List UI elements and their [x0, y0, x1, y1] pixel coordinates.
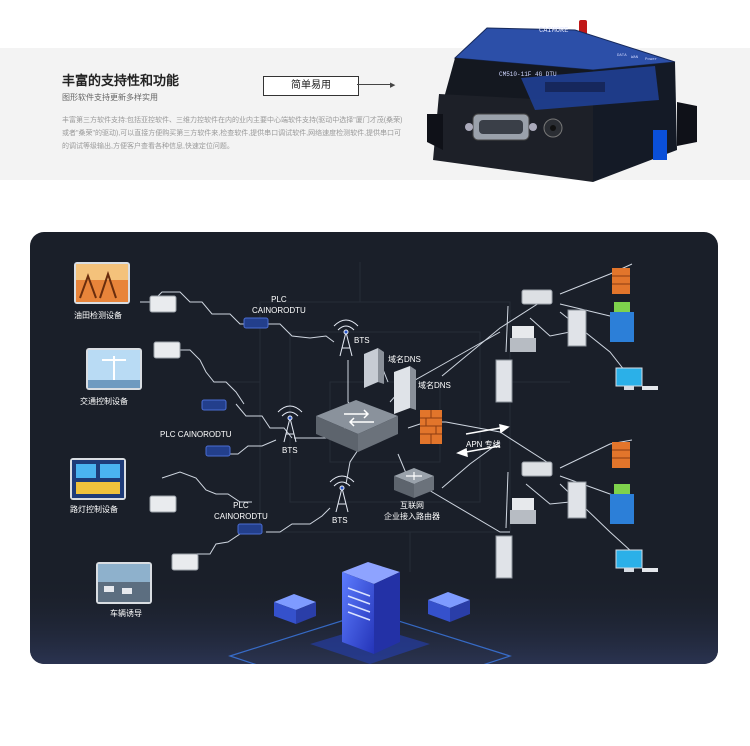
status-led-icon: [653, 130, 667, 160]
oilfield-photo: [74, 262, 130, 304]
section-title: 丰富的支持性和功能: [62, 73, 180, 88]
device-label-streetlight: 路灯控制设备: [70, 505, 118, 514]
dns-label-2: 域名DNS: [418, 381, 451, 390]
data-center-icon: [228, 562, 512, 664]
core-switch-icon: [316, 400, 398, 452]
section-description: 丰富第三方软件支持:包括亚控软件、三维力控软件在内的业内主要中心端软件支持(驱动…: [62, 117, 403, 150]
arrow-right-icon: ▶: [390, 82, 396, 89]
device-brand: CAIMORE: [539, 27, 568, 35]
streetlight-photo: [70, 458, 126, 500]
bts-label-3: BTS: [332, 516, 348, 525]
bts-label-2: BTS: [282, 446, 298, 455]
network-diagram-graphics: [30, 262, 718, 664]
device-label-oilfield: 油田检测设备: [74, 311, 122, 320]
plc-dtu-icons: [201, 317, 269, 535]
device-label-traffic: 交通控制设备: [80, 397, 128, 406]
network-diagram: 油田检测设备 交通控制设备 路灯控制设备 车辆诱导 PLC CAINORODTU…: [30, 232, 718, 664]
traffic-photo: [86, 348, 142, 390]
port-label-data: DATA: [617, 54, 627, 58]
device-label-vehicle: 车辆诱导: [110, 609, 142, 618]
plc-label-1: PLC CAINORODTU: [252, 295, 306, 315]
device-model: CM510-11F 4G DTU: [499, 71, 557, 78]
bts-tower-icons: [277, 319, 359, 513]
plc-label-2: PLC CAINORODTU: [160, 430, 232, 439]
port-label-wan: WAN: [631, 56, 639, 60]
bts-label-1: BTS: [354, 336, 370, 345]
dns-label-1: 域名DNS: [388, 355, 421, 364]
firewall-icon: [420, 410, 442, 444]
section-subtitle: 图形软件支持更新多样实用: [62, 93, 158, 102]
lower-enterprise-cluster: [495, 442, 658, 579]
feature-tag: 简单易用: [263, 76, 359, 96]
dtu-device-image: CAIMORE CM510-11F 4G DTU DATA WAN Power: [427, 20, 697, 182]
dns-server-icons: [364, 348, 416, 414]
port-label-power: Power: [645, 57, 658, 62]
field-terminal-icons: [149, 295, 199, 571]
router-label: 互联网 企业接入路由器: [384, 501, 440, 521]
upper-enterprise-cluster: [495, 268, 658, 403]
vehicle-guidance-photo: [96, 562, 152, 604]
apn-arrows-icon: [456, 424, 510, 458]
tag-connector-line: [357, 84, 393, 85]
apn-label: APN 专线: [466, 440, 501, 449]
router-icon: [394, 468, 434, 498]
plc-label-3: PLC CAINORODTU: [214, 501, 268, 521]
